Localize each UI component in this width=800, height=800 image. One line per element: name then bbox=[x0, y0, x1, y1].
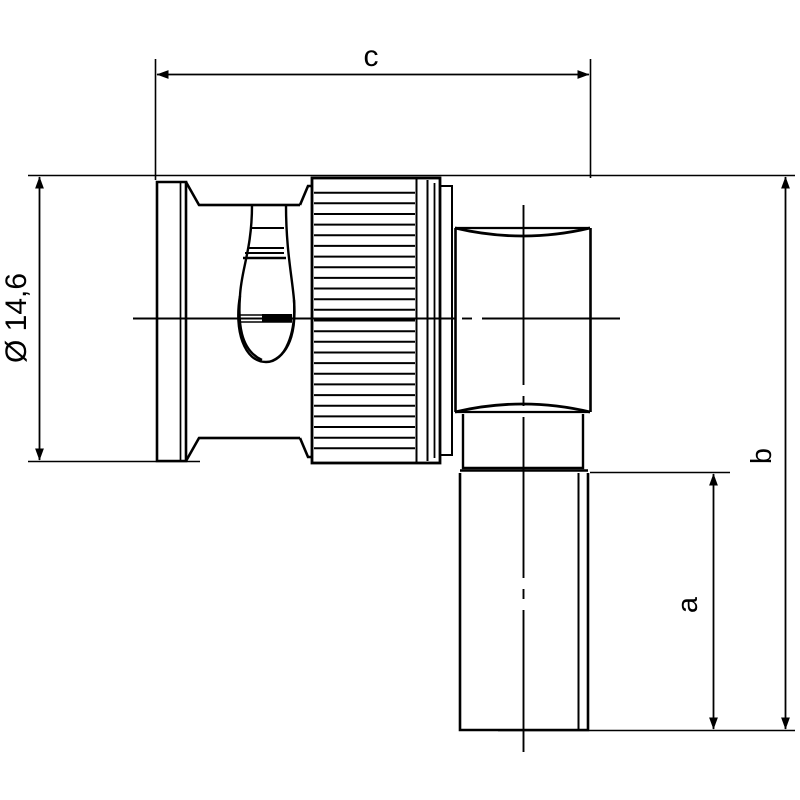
barrel-step-top bbox=[298, 184, 312, 206]
knurled-coupling-nut bbox=[310, 176, 442, 465]
dimension-a: a bbox=[672, 473, 718, 730]
dimension-label-a: a bbox=[672, 596, 704, 613]
dimension-label-b: b bbox=[746, 448, 778, 464]
knurl-rib-group bbox=[314, 191, 415, 450]
flange-outer-profile bbox=[155, 180, 188, 463]
body-outline-lines bbox=[199, 203, 300, 440]
dimension-diameter: Ø 14,6 bbox=[0, 176, 44, 461]
connector-body bbox=[155, 176, 592, 732]
dimension-b: b bbox=[746, 176, 790, 730]
bayonet-slot bbox=[237, 204, 296, 364]
bnc-mounting-flange bbox=[155, 180, 236, 463]
coupling-nut-outline bbox=[310, 176, 442, 465]
flange-chamfer-top bbox=[184, 181, 236, 207]
elbow-bottom-arc bbox=[454, 402, 591, 414]
elbow-left-plate bbox=[440, 185, 453, 456]
elbow-top-arc bbox=[454, 226, 591, 238]
dimension-label-c: c bbox=[364, 40, 379, 73]
dimension-label-diameter: Ø 14,6 bbox=[0, 273, 33, 363]
bayonet-outer-edge bbox=[238, 204, 263, 362]
center-axis-lines bbox=[133, 205, 620, 752]
flange-chamfer-bottom bbox=[184, 436, 236, 462]
dimension-c: c bbox=[156, 40, 590, 79]
bayonet-slot-round-end bbox=[237, 295, 296, 364]
barrel-step-bottom bbox=[298, 437, 312, 459]
